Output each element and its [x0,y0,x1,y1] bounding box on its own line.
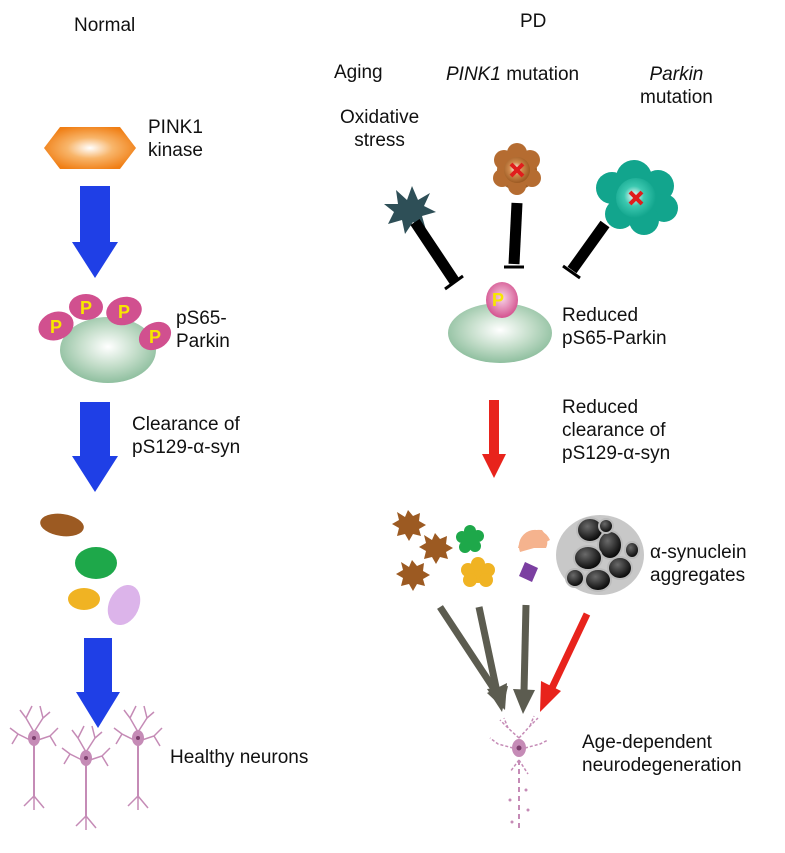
cleared-fragment-yellow [68,588,100,610]
clearance-label: Clearance of pS129-α-syn [132,414,241,458]
purple-fragment-icon [519,562,538,582]
blue-arrow-2 [72,402,118,492]
pd-header: PD [520,11,547,32]
reduced-parkin-body [448,303,552,363]
degenerating-neuron-icon [489,715,549,832]
pink1-kinase-label: PINK1 kinase [148,117,203,161]
phospho-mark-3: P [118,302,130,322]
healthy-neuron-3 [113,705,163,811]
oxidative-stress-label: Oxidative stress [340,107,420,151]
pink1-mutation-label: PINK1 mutation [446,64,580,85]
red-arrow-aggregates [540,612,591,712]
mutation-x-icon-pink1 [509,162,525,178]
reduced-phospho-site: P [486,282,518,318]
cleared-fragment-green [75,547,117,579]
phospho-mark-1: P [50,317,62,337]
phospho-site-2: P [69,294,103,320]
blue-arrow-1 [72,186,118,278]
healthy-neuron-2 [61,725,111,831]
pink1-kinase-hexagon [44,127,136,169]
pS65-parkin-body [60,317,156,383]
aggregates-label: α-synuclein aggregates [650,542,747,586]
inhibition-bar-pink1 [504,202,524,269]
phospho-site-4: P [138,321,172,351]
pink1-mutant-cloud-icon [493,143,541,195]
gray-arrow-2 [475,606,508,712]
phospho-mark-4: P [149,327,161,347]
reduced-clearance-label: Reduced clearance of pS129-α-syn [562,397,671,464]
gray-arrow-3 [513,604,535,714]
yellow-aggregate-icon [461,557,495,587]
aging-label: Aging [334,62,383,83]
peach-fragment-shape [518,529,548,548]
pS65-parkin-label: pS65- Parkin [176,308,230,352]
cleared-fragment-brown [40,513,84,537]
cleared-fragment-lilac [107,584,141,626]
mutation-x-icon-parkin [628,190,644,206]
healthy-neuron-1 [9,705,59,811]
normal-header: Normal [74,15,136,36]
phospho-site-3: P [106,296,142,326]
parkin-mutation-label: Parkin mutation [640,64,713,108]
green-aggregate-icon [456,525,484,553]
reduced-phospho-mark: P [492,290,504,310]
healthy-neurons-label: Healthy neurons [170,747,309,768]
red-arrow-reduced-clearance [482,400,506,478]
reduced-parkin-label: Reduced pS65-Parkin [562,305,667,349]
brown-aggregate-icons [392,510,453,591]
black-aggregate-cluster-icon [556,515,644,595]
phospho-mark-2: P [80,298,92,318]
parkin-mutant-cloud-icon [596,160,678,235]
oxidative-stress-burst-icon [384,186,436,234]
inhibition-bar-parkin [562,220,610,280]
neurodegeneration-label: Age-dependent neurodegeneration [582,732,742,776]
blue-arrow-3 [76,638,120,728]
inhibition-bar-oxidative [410,218,464,291]
phospho-site-1: P [38,311,74,341]
